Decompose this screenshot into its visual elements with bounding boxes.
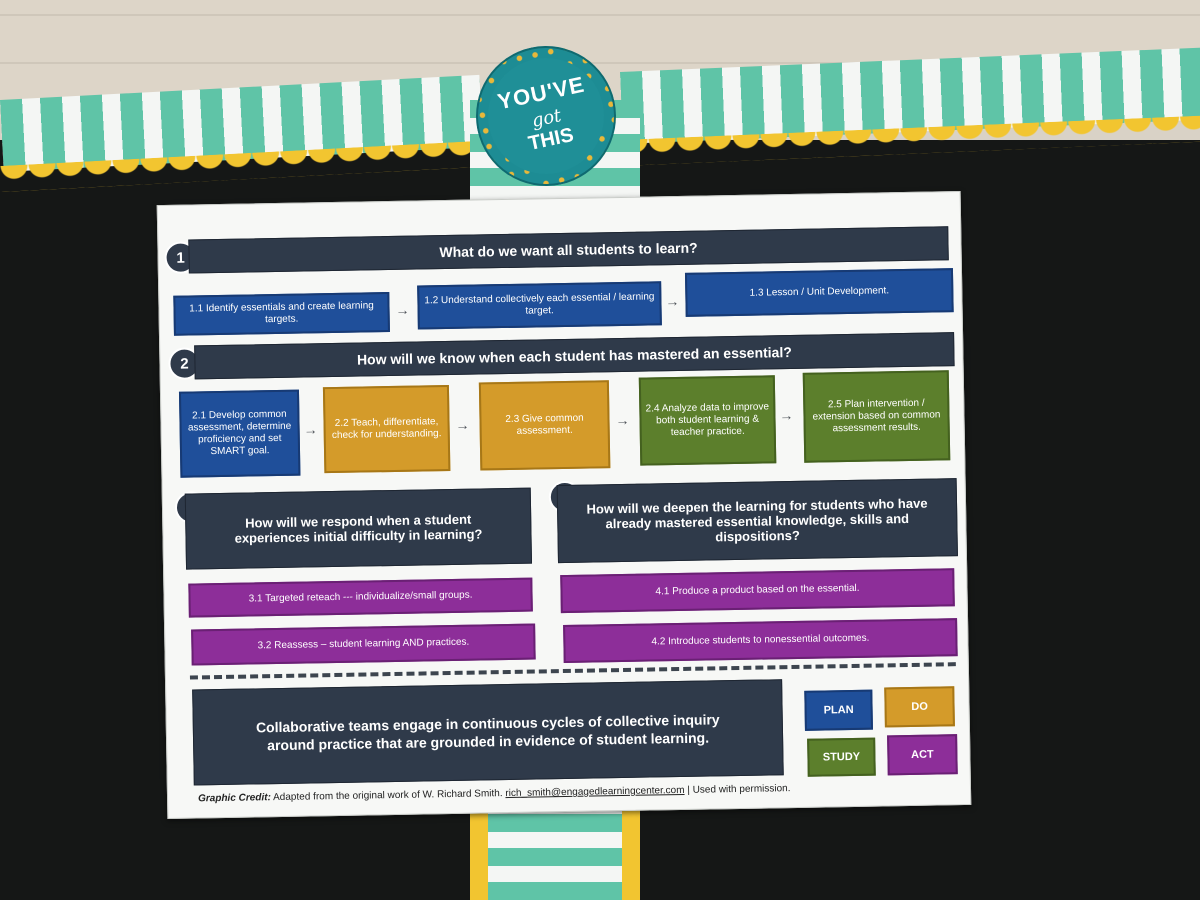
step-1-3: 1.3 Lesson / Unit Development.	[684, 268, 954, 317]
summary-banner: Collaborative teams engage in continuous…	[192, 679, 784, 786]
section-4-title: How will we deepen the learning for stud…	[556, 478, 958, 564]
cycle-plan: PLAN	[804, 689, 873, 731]
credit-separator: |	[687, 784, 690, 796]
arrow-1-2: →	[665, 292, 680, 310]
arrow-1-1: →	[395, 301, 410, 318]
step-3-1: 3.1 Targeted reteach --- individualize/s…	[188, 577, 533, 618]
step-2-1: 2.1 Develop common assessment, determine…	[178, 389, 301, 478]
badge-inner: YOU'VE got THIS	[477, 47, 615, 185]
striped-border-vertical-bottom	[470, 800, 640, 900]
section-1-title: What do we want all students to learn?	[188, 226, 949, 274]
cycle-act: ACT	[887, 734, 958, 776]
credit-text: Adapted from the original work of W. Ric…	[272, 788, 503, 804]
step-2-3: 2.3 Give common assessment.	[478, 380, 611, 471]
step-4-1: 4.1 Produce a product based on the essen…	[560, 568, 955, 614]
dashed-divider	[189, 662, 956, 680]
cycle-do: DO	[884, 686, 955, 728]
arrow-2-4: →	[779, 406, 794, 424]
cycle-study: STUDY	[807, 737, 876, 777]
step-2-2: 2.2 Teach, differentiate, check for unde…	[322, 384, 451, 474]
credit-label: Graphic Credit:	[197, 792, 271, 805]
step-1-2: 1.2 Understand collectively each essenti…	[417, 281, 662, 330]
step-2-5: 2.5 Plan intervention / extension based …	[802, 370, 951, 463]
section-3-title: How will we respond when a student exper…	[184, 487, 533, 570]
step-3-2: 3.2 Reassess – student learning AND prac…	[191, 623, 536, 666]
graphic-credit: Graphic Credit: Adapted from the origina…	[198, 783, 791, 804]
step-4-2: 4.2 Introduce students to nonessential o…	[563, 618, 958, 664]
arrow-2-1: →	[303, 421, 318, 438]
step-1-1: 1.1 Identify essentials and create learn…	[173, 292, 390, 336]
plc-poster: 1 What do we want all students to learn?…	[156, 191, 972, 819]
credit-email-link[interactable]: rich_smith@engagedlearningcenter.com	[505, 784, 685, 800]
arrow-2-3: →	[615, 411, 630, 429]
step-2-4: 2.4 Analyze data to improve both student…	[638, 375, 777, 466]
arrow-2-2: →	[455, 416, 470, 433]
credit-permission: Used with permission.	[692, 783, 791, 796]
